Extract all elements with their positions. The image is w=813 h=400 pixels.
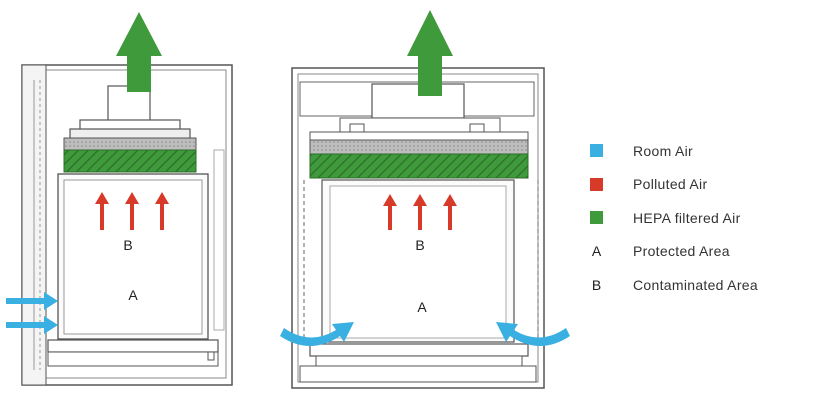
legend-item-hepa-air: HEPA filtered Air [590,201,810,235]
polluted-air-arrow [95,192,109,230]
room-air-arrow-curved-right [496,322,570,346]
legend-label: Contaminated Area [633,276,758,293]
room-air-arrow [6,292,58,310]
room-air-arrow-curved-left [280,322,354,346]
zone-a-label-right: A [417,299,427,315]
hepa-exhaust-arrow-left [116,12,162,92]
legend-letter: A [591,243,602,260]
legend-letter: B [591,276,602,293]
polluted-air-arrow [383,194,397,230]
hepa-air-swatch-icon [590,211,603,225]
legend-item-contaminated-area: B Contaminated Area [590,268,810,302]
cabinet-left [21,64,233,386]
zone-b-label-left: B [123,237,132,253]
room-air-swatch-icon [590,144,603,158]
legend-label: HEPA filtered Air [633,209,741,226]
polluted-air-arrows-left [95,192,169,230]
legend-item-room-air: Room Air [590,134,810,168]
polluted-air-swatch-icon [590,177,603,191]
zone-a-label-left: A [128,287,138,303]
room-air-arrows-left [6,292,58,334]
legend-item-polluted-air: Polluted Air [590,168,810,202]
room-air-arrow [6,316,58,334]
polluted-air-arrows-right [383,194,457,230]
polluted-air-arrow [413,194,427,230]
legend-label: Polluted Air [633,176,708,193]
legend: Room Air Polluted Air HEPA filtered Air … [590,134,810,302]
hepa-filter-right [309,153,529,179]
hepa-exhaust-arrow-right [407,10,453,96]
legend-item-protected-area: A Protected Area [590,235,810,269]
polluted-air-arrow [155,192,169,230]
hepa-filter-left [63,149,197,173]
zone-b-label-right: B [415,237,424,253]
legend-label: Protected Area [633,243,730,260]
legend-label: Room Air [633,142,693,159]
polluted-air-arrow [443,194,457,230]
polluted-air-arrow [125,192,139,230]
